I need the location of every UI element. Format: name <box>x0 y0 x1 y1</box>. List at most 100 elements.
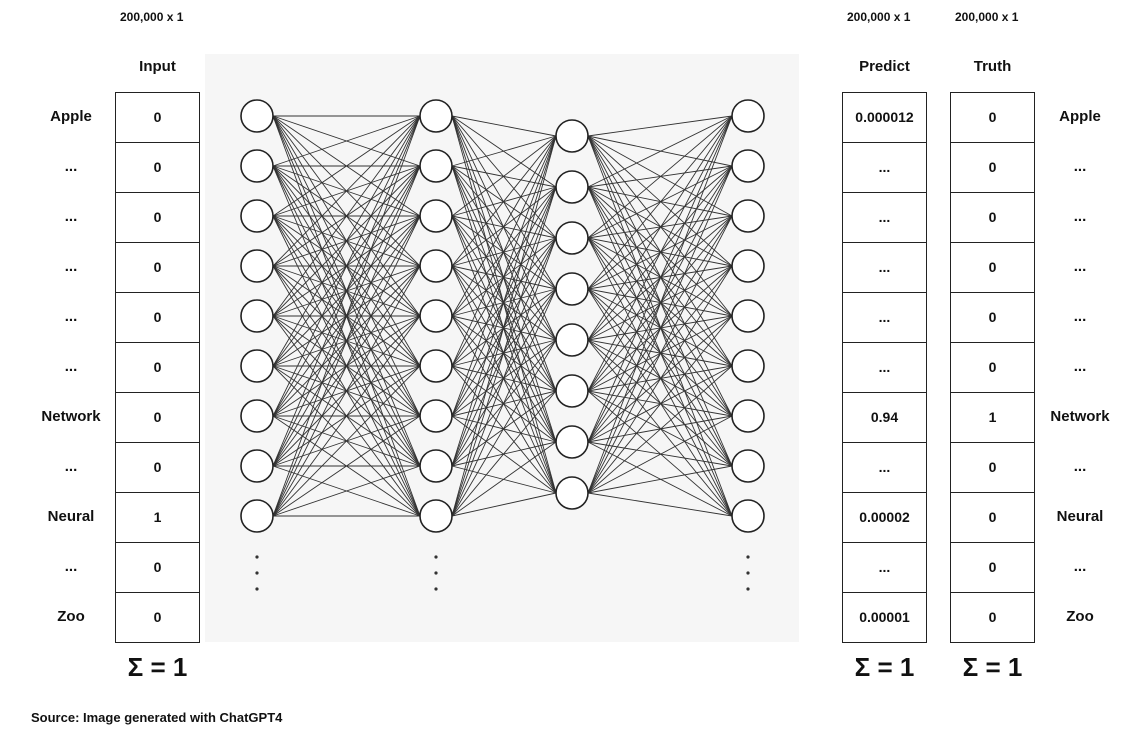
input-row-label: ... <box>64 158 78 175</box>
truth-cell: 0 <box>951 143 1034 193</box>
input-row-labels: Apple...............Network...Neural...Z… <box>31 92 111 642</box>
network-connection <box>451 135 557 167</box>
network-connection <box>451 135 557 467</box>
predict-vector: 0.000012...............0.94...0.00002...… <box>842 92 927 643</box>
input-row-label: Zoo <box>57 608 85 625</box>
network-node-layer-3 <box>555 374 589 408</box>
network-connection <box>587 186 733 317</box>
network-connection <box>272 115 421 467</box>
input-cell: 0 <box>116 143 199 193</box>
input-cell: 0 <box>116 193 199 243</box>
ellipsis-dot <box>255 587 259 591</box>
input-row-label: ... <box>64 208 78 225</box>
predict-cell: 0.000012 <box>843 93 926 143</box>
input-header: Input <box>139 58 176 75</box>
ellipsis-dot <box>255 555 259 559</box>
truth-cell: 0 <box>951 293 1034 343</box>
network-node-layer-1 <box>240 299 274 333</box>
network-node-layer-4 <box>731 449 765 483</box>
truth-cell: 0 <box>951 543 1034 593</box>
predict-cell: 0.00001 <box>859 609 910 625</box>
ellipsis-dot <box>746 587 750 591</box>
predict-sum-label: Σ = 1 <box>854 652 915 682</box>
truth-cell: 0 <box>951 343 1034 393</box>
network-connection <box>587 165 733 494</box>
network-node-layer-4 <box>731 299 765 333</box>
network-node-layer-4 <box>731 349 765 383</box>
network-node-layer-1 <box>240 449 274 483</box>
truth-row-label: Neural <box>1056 508 1104 525</box>
network-node-layer-2 <box>419 449 453 483</box>
network-node-layer-3 <box>555 425 589 459</box>
network-node-layer-1 <box>240 399 274 433</box>
predict-cell: ... <box>843 143 926 193</box>
truth-row-label: ... <box>1073 158 1087 175</box>
network-connection <box>272 415 421 517</box>
network-connection <box>272 165 421 517</box>
input-row-label: ... <box>64 558 78 575</box>
input-cell: 0 <box>116 543 199 593</box>
network-connection <box>451 237 557 517</box>
network-node-layer-1 <box>240 249 274 283</box>
network-connection <box>587 115 733 341</box>
network-node-layer-2 <box>419 149 453 183</box>
network-connection <box>587 288 733 367</box>
neural-network-svg <box>240 99 765 591</box>
predict-header: Predict <box>859 58 910 75</box>
network-connection <box>272 115 421 267</box>
network-node-layer-3 <box>555 323 589 357</box>
network-node-layer-3 <box>555 221 589 255</box>
predict-cell: ... <box>843 543 926 593</box>
input-cell: 0 <box>116 243 199 293</box>
network-connection <box>587 115 733 239</box>
source-caption: Source: Image generated with ChatGPT4 <box>31 710 283 725</box>
truth-cell: 0 <box>951 443 1034 493</box>
network-connection <box>587 115 733 188</box>
network-node-layer-2 <box>419 299 453 333</box>
network-connection <box>272 115 421 317</box>
network-node-layer-1 <box>240 349 274 383</box>
network-connection <box>587 415 733 494</box>
truth-cell: 0 <box>951 243 1034 293</box>
network-node-layer-2 <box>419 99 453 133</box>
predict-cell: 0.94 <box>843 393 926 443</box>
network-connection <box>587 365 733 494</box>
network-connection <box>272 215 421 517</box>
network-node-layer-3 <box>555 170 589 204</box>
network-connection <box>272 465 421 517</box>
network-connection <box>451 339 557 517</box>
network-node-layer-4 <box>731 199 765 233</box>
truth-sum-label: Σ = 1 <box>962 652 1023 682</box>
predict-cell: ... <box>843 293 926 343</box>
network-connection <box>587 215 733 494</box>
truth-header: Truth <box>973 58 1012 75</box>
network-connection <box>587 135 733 267</box>
truth-row-label: Network <box>1050 408 1110 425</box>
truth-dimension-label: 200,000 x 1 <box>955 10 1019 24</box>
truth-cell: 0 <box>988 609 997 625</box>
network-connection <box>587 465 733 494</box>
network-connection <box>451 135 557 317</box>
input-row-label: ... <box>64 258 78 275</box>
network-connection <box>587 237 733 367</box>
network-node-layer-1 <box>240 499 274 533</box>
network-node-layer-2 <box>419 199 453 233</box>
network-connection <box>587 265 733 494</box>
network-connection <box>451 115 557 137</box>
truth-cell: 0 <box>951 93 1034 143</box>
network-connection <box>587 492 733 517</box>
network-connection <box>451 186 557 517</box>
network-node-layer-2 <box>419 399 453 433</box>
input-row-label: ... <box>64 458 78 475</box>
network-node-layer-3 <box>555 476 589 510</box>
network-node-layer-3 <box>555 272 589 306</box>
network-connection <box>272 115 421 367</box>
network-connection <box>451 441 557 517</box>
predict-cell: ... <box>843 193 926 243</box>
ellipsis-dot <box>434 555 438 559</box>
truth-cell: 0 <box>951 193 1034 243</box>
network-connection <box>272 315 421 517</box>
network-connection <box>272 115 421 217</box>
